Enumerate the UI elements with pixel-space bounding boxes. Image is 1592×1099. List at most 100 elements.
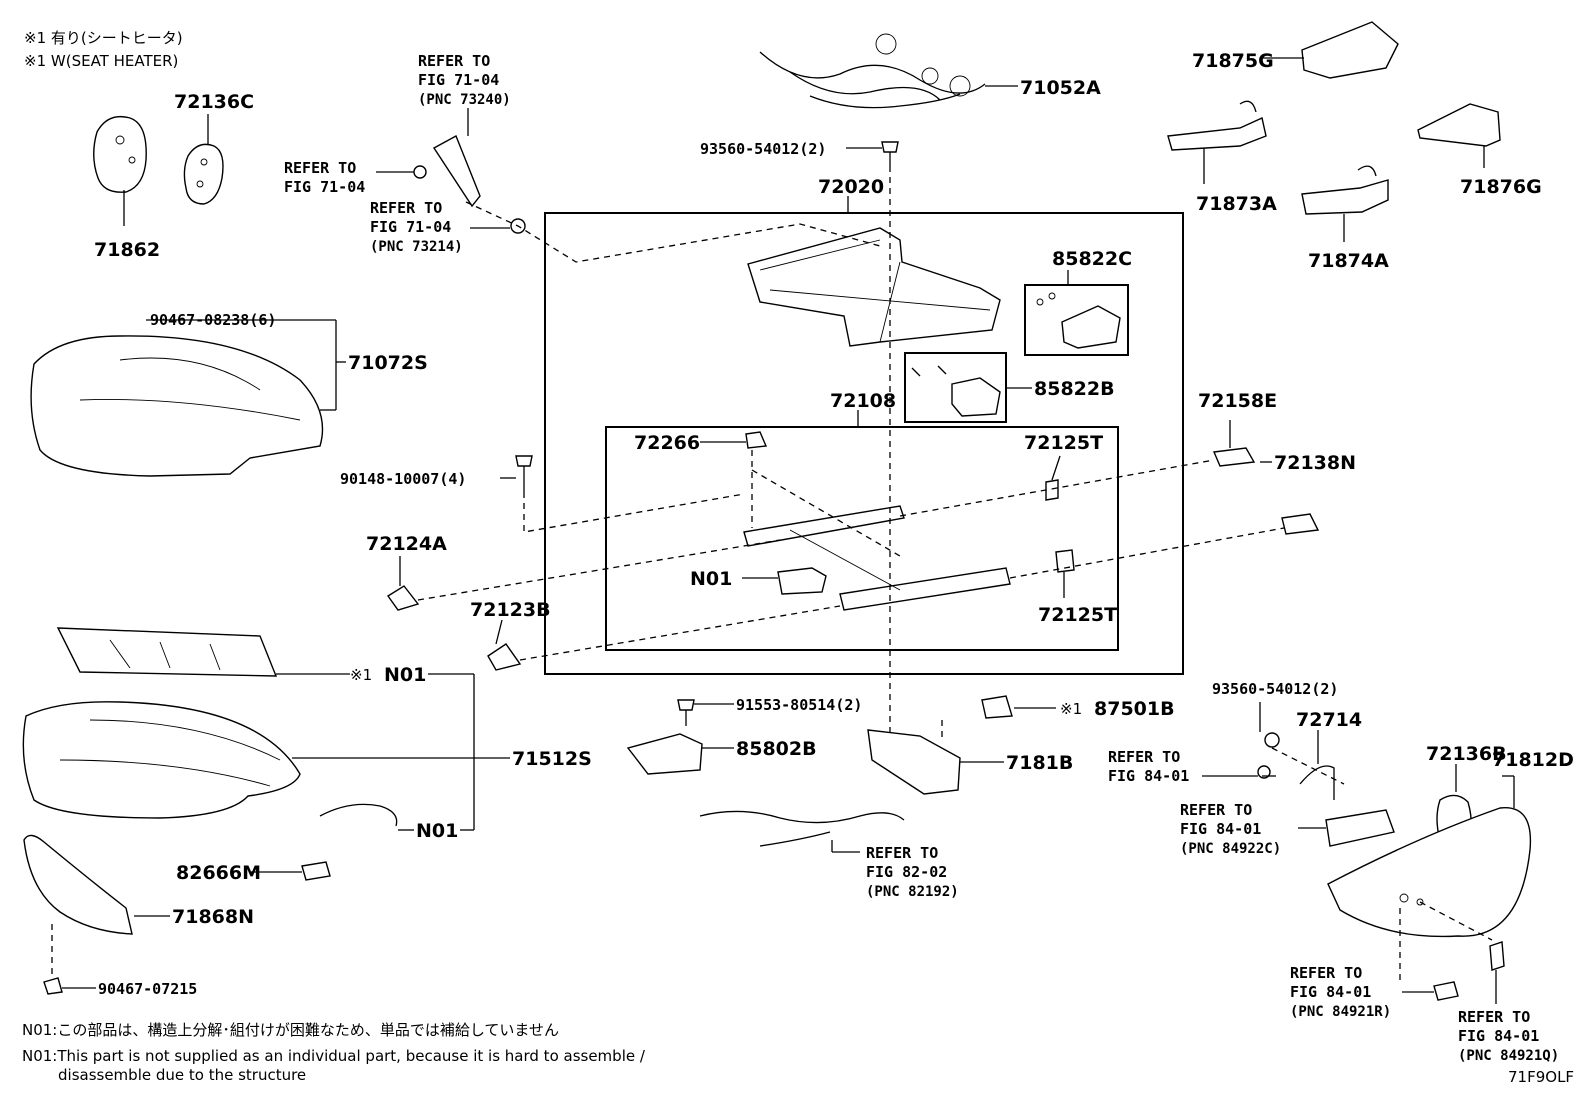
- footnote-en-line2: disassemble due to the structure: [58, 1066, 306, 1084]
- ref-84921r-line3: (PNC 84921R): [1290, 1004, 1391, 1020]
- label-90148: 90148-10007(4): [340, 470, 466, 488]
- ref-84921q-line3: (PNC 84921Q): [1458, 1048, 1559, 1064]
- bracket-71876g-drawing: [1417, 103, 1501, 147]
- part-labels: 72136C 71862 71052A 71875G 71873A 71876G…: [94, 50, 1574, 998]
- seat-cushion-cover-71512s-drawing: [22, 701, 301, 819]
- ref-82192-callout: REFER TO FIG 82-02 (PNC 82192): [866, 844, 959, 900]
- ref-71-04-line1: REFER TO: [284, 159, 356, 177]
- ref-84921r-callout: REFER TO FIG 84-01 (PNC 84921R): [1290, 964, 1391, 1020]
- ref-82192-line3: (PNC 82192): [866, 884, 959, 900]
- seat-track-72108-drawing: [743, 505, 1011, 611]
- dashed-connections: [51, 166, 1493, 980]
- label-93560-right: 93560-54012(2): [1212, 680, 1338, 698]
- bolt-93560-top-drawing: [881, 141, 899, 166]
- label-71052a: 71052A: [1020, 77, 1101, 99]
- label-91553: 91553-80514(2): [736, 696, 862, 714]
- seatback-cover-71072s-drawing: [30, 335, 324, 477]
- ref-84922c-callout: REFER TO FIG 84-01 (PNC 84922C): [1180, 801, 1281, 857]
- ref-84921r-line1: REFER TO: [1290, 964, 1362, 982]
- knob-72136c-drawing: [183, 143, 224, 205]
- footnote-jp: N01:この部品は、構造上分解･組付けが困難なため、単品では補給していません: [22, 1021, 559, 1039]
- seat-heater-element-drawing: [56, 627, 278, 677]
- harness-82192-drawing: [699, 810, 905, 847]
- motor-n01-drawing: [777, 567, 827, 595]
- side-shield-71812d-drawing: [1327, 807, 1532, 938]
- label-n01-heater-mark: ※1: [350, 666, 372, 684]
- ref-73240-line3: (PNC 73240): [418, 92, 511, 108]
- cover-72138n-drawing: [1281, 513, 1320, 535]
- ref-73214-line1: REFER TO: [370, 199, 442, 217]
- seat-track-box: [605, 426, 1119, 651]
- label-71512s: 71512S: [512, 748, 592, 770]
- label-72020: 72020: [818, 176, 884, 198]
- label-72136c: 72136C: [174, 91, 254, 113]
- ref-84-01-callout: REFER TO FIG 84-01: [1108, 748, 1258, 785]
- ref-73240-callout: REFER TO FIG 71-04 (PNC 73240): [418, 52, 511, 136]
- ref-82192-line2: FIG 82-02: [866, 863, 947, 881]
- bolt-90148-drawing: [515, 455, 533, 492]
- label-7181b: 7181B: [1006, 752, 1073, 774]
- ref-84-01-line2: FIG 84-01: [1108, 767, 1189, 785]
- heater-wire-drawing: [319, 803, 398, 827]
- seat-frame-box: [544, 212, 1184, 675]
- harness-71052a-drawing: [759, 33, 986, 109]
- label-71874a: 71874A: [1308, 250, 1389, 272]
- ref-73240-line2: FIG 71-04: [418, 71, 499, 89]
- label-71862: 71862: [94, 239, 160, 261]
- bracket-72714-drawing: [1257, 732, 1335, 800]
- ref-71-04-callout: REFER TO FIG 71-04: [284, 159, 414, 196]
- ref-82192-line1: REFER TO: [866, 844, 938, 862]
- ref-73214-line3: (PNC 73214): [370, 239, 463, 255]
- trim-71868n-drawing: [23, 834, 133, 935]
- ref-84-01-line1: REFER TO: [1108, 748, 1180, 766]
- clip-90467-07215-drawing: [43, 977, 63, 995]
- adjuster-72020-drawing: [747, 227, 1001, 347]
- label-72124a: 72124A: [366, 533, 447, 555]
- label-93560-top: 93560-54012(2): [700, 140, 826, 158]
- bracket-71874a-drawing: [1301, 165, 1389, 215]
- footnote-en-line1: N01:This part is not supplied as an indi…: [22, 1047, 646, 1065]
- leader-lines: [62, 57, 1515, 1004]
- label-71875g: 71875G: [1192, 50, 1274, 72]
- switch-knob-84921r-drawing: [1433, 981, 1459, 1001]
- lever-drawing: [413, 135, 526, 234]
- clip-72266-drawing: [745, 431, 768, 449]
- ref-71-04-line2: FIG 71-04: [284, 178, 365, 196]
- label-72125t-top: 72125T: [1024, 432, 1103, 454]
- label-72266: 72266: [634, 432, 700, 454]
- label-71868n: 71868N: [172, 906, 254, 928]
- motor-85822c-box: [1024, 284, 1129, 356]
- ref-84922c-line1: REFER TO: [1180, 801, 1252, 819]
- label-82666m: 82666M: [176, 862, 261, 884]
- label-71072s: 71072S: [348, 352, 428, 374]
- ref-84921q-line2: FIG 84-01: [1458, 1027, 1539, 1045]
- label-90467-07215: 90467-07215: [98, 980, 197, 998]
- label-72108: 72108: [830, 390, 896, 412]
- switch-84922c-drawing: [1325, 809, 1395, 847]
- label-90467-08238: 90467-08238(6): [150, 311, 276, 329]
- bracket-71873a-drawing: [1167, 100, 1267, 151]
- label-72158e: 72158E: [1198, 390, 1277, 412]
- label-72138n: 72138N: [1274, 452, 1356, 474]
- label-72714: 72714: [1296, 709, 1362, 731]
- ref-84922c-line3: (PNC 84922C): [1180, 841, 1281, 857]
- ref-73214-callout: REFER TO FIG 71-04 (PNC 73214): [370, 199, 510, 255]
- bracket-71875g-drawing: [1301, 21, 1399, 79]
- label-85822c: 85822C: [1052, 248, 1132, 270]
- bolt-91553-drawing: [677, 699, 695, 726]
- cover-72158e-drawing: [1212, 447, 1256, 467]
- connector-82666m-drawing: [301, 861, 331, 881]
- stopper-72125t-top-drawing: [1045, 479, 1059, 501]
- cover-72123b-drawing: [487, 643, 522, 671]
- label-72136b: 72136B: [1426, 743, 1507, 765]
- label-71873a: 71873A: [1196, 193, 1277, 215]
- motor-85802b-drawing: [626, 733, 703, 775]
- seat-heater-note-en: ※1 W(SEAT HEATER): [24, 52, 178, 70]
- label-87501b-mark: ※1: [1060, 700, 1082, 718]
- cover-72124a-drawing: [386, 585, 420, 611]
- side-cover-71862-drawing: [93, 115, 147, 193]
- ref-84921r-line2: FIG 84-01: [1290, 983, 1371, 1001]
- ref-73240-line1: REFER TO: [418, 52, 490, 70]
- ref-73214-line2: FIG 71-04: [370, 218, 451, 236]
